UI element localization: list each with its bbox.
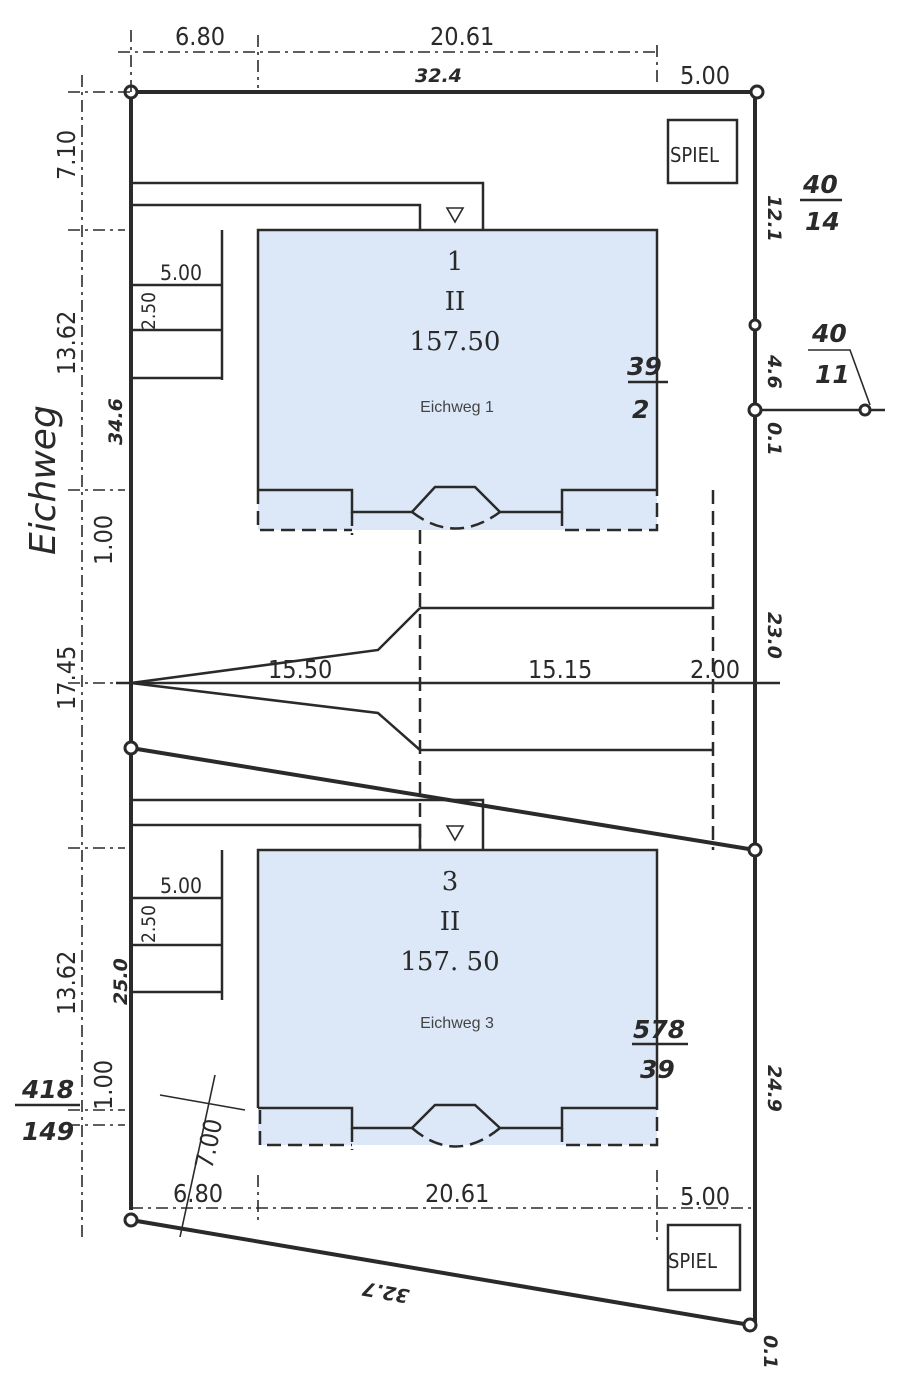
building-elevation: 157. 50 [400, 947, 499, 977]
dim-left-5: 13.62 [52, 951, 81, 1015]
dim-bottom-left: 6.80 [173, 1179, 223, 1208]
dim-right-1: 12.1 [763, 195, 785, 242]
dim-top-right: 5.00 [680, 61, 730, 90]
svg-text:149: 149 [22, 1117, 74, 1146]
dim-left-2: 13.62 [52, 311, 81, 375]
svg-text:39: 39 [640, 1055, 675, 1084]
dim-mid-right: 2.00 [690, 655, 740, 684]
dim-plot-width: 32.4 [415, 65, 462, 87]
dim-left-4: 17.45 [52, 646, 81, 710]
driveway [116, 490, 780, 850]
dim-left-1: 7.10 [52, 130, 81, 180]
building-elevation: 157.50 [410, 327, 501, 357]
svg-text:11: 11 [815, 360, 850, 389]
dim-left-3: 1.00 [89, 515, 118, 565]
dim-mid-center: 15.15 [528, 655, 592, 684]
playground-label: SPIEL [668, 1249, 717, 1273]
garage-depth-2: 2.50 [138, 905, 160, 943]
building-1[interactable] [256, 228, 659, 535]
building-address: Eichweg 3 [420, 1015, 494, 1032]
garage-depth-1: 2.50 [138, 292, 160, 330]
parcel-40-14: 40 14 [800, 170, 842, 236]
building-number: 3 [442, 867, 459, 897]
svg-text:40: 40 [802, 170, 838, 199]
dim-bottom-diagonal: 7.00 [190, 1116, 229, 1171]
dim-plot-side-2: 25.0 [110, 958, 132, 1005]
building-number: 1 [447, 247, 464, 277]
svg-text:40: 40 [811, 319, 847, 348]
dim-top-left: 6.80 [175, 22, 225, 51]
playground-bottom: SPIEL [666, 1223, 742, 1292]
garage-width-1: 5.00 [160, 261, 202, 285]
building-floors: II [440, 907, 461, 937]
dimension-lines [68, 30, 871, 1240]
building-floors: II [445, 287, 466, 317]
dim-bottom-right: 5.00 [680, 1182, 730, 1211]
building-address: Eichweg 1 [420, 399, 494, 416]
building-3-labels: 3 II 157. 50 Eichweg 3 [400, 867, 499, 1032]
dim-right-4: 23.0 [763, 612, 785, 659]
garage-width-2: 5.00 [160, 874, 202, 898]
dim-right-6: 0.1 [759, 1335, 781, 1369]
street-name: Eichweg [23, 405, 64, 555]
playground-label: SPIEL [670, 143, 719, 167]
building-1-labels: 1 II 157.50 Eichweg 1 [410, 247, 501, 416]
svg-text:14: 14 [805, 207, 840, 236]
svg-text:578: 578 [633, 1015, 685, 1044]
dim-plot-side: 34.6 [105, 398, 127, 445]
plot-boundary [123, 84, 885, 1333]
building-3[interactable] [256, 848, 659, 1150]
dim-left-6: 1.00 [89, 1060, 118, 1110]
parcel-40-11: 40 11 [811, 319, 850, 389]
svg-text:418: 418 [21, 1075, 74, 1104]
dim-bottom-middle: 20.61 [425, 1179, 489, 1208]
dim-right-5: 24.9 [763, 1065, 785, 1112]
parcel-418-149: 418 149 [15, 1075, 80, 1146]
dim-top-middle: 20.61 [430, 22, 494, 51]
dim-mid-left: 15.50 [268, 655, 332, 684]
dim-plot-bottom: 32.7 [360, 1277, 411, 1307]
parcel-39-2: 39 2 [627, 352, 668, 424]
svg-text:2: 2 [632, 395, 649, 424]
parcel-578-39: 578 39 [632, 1015, 688, 1084]
playground-top: SPIEL [666, 118, 739, 185]
dim-right-3: 0.1 [763, 422, 785, 456]
svg-text:39: 39 [627, 352, 662, 381]
dim-right-2: 4.6 [763, 354, 785, 389]
